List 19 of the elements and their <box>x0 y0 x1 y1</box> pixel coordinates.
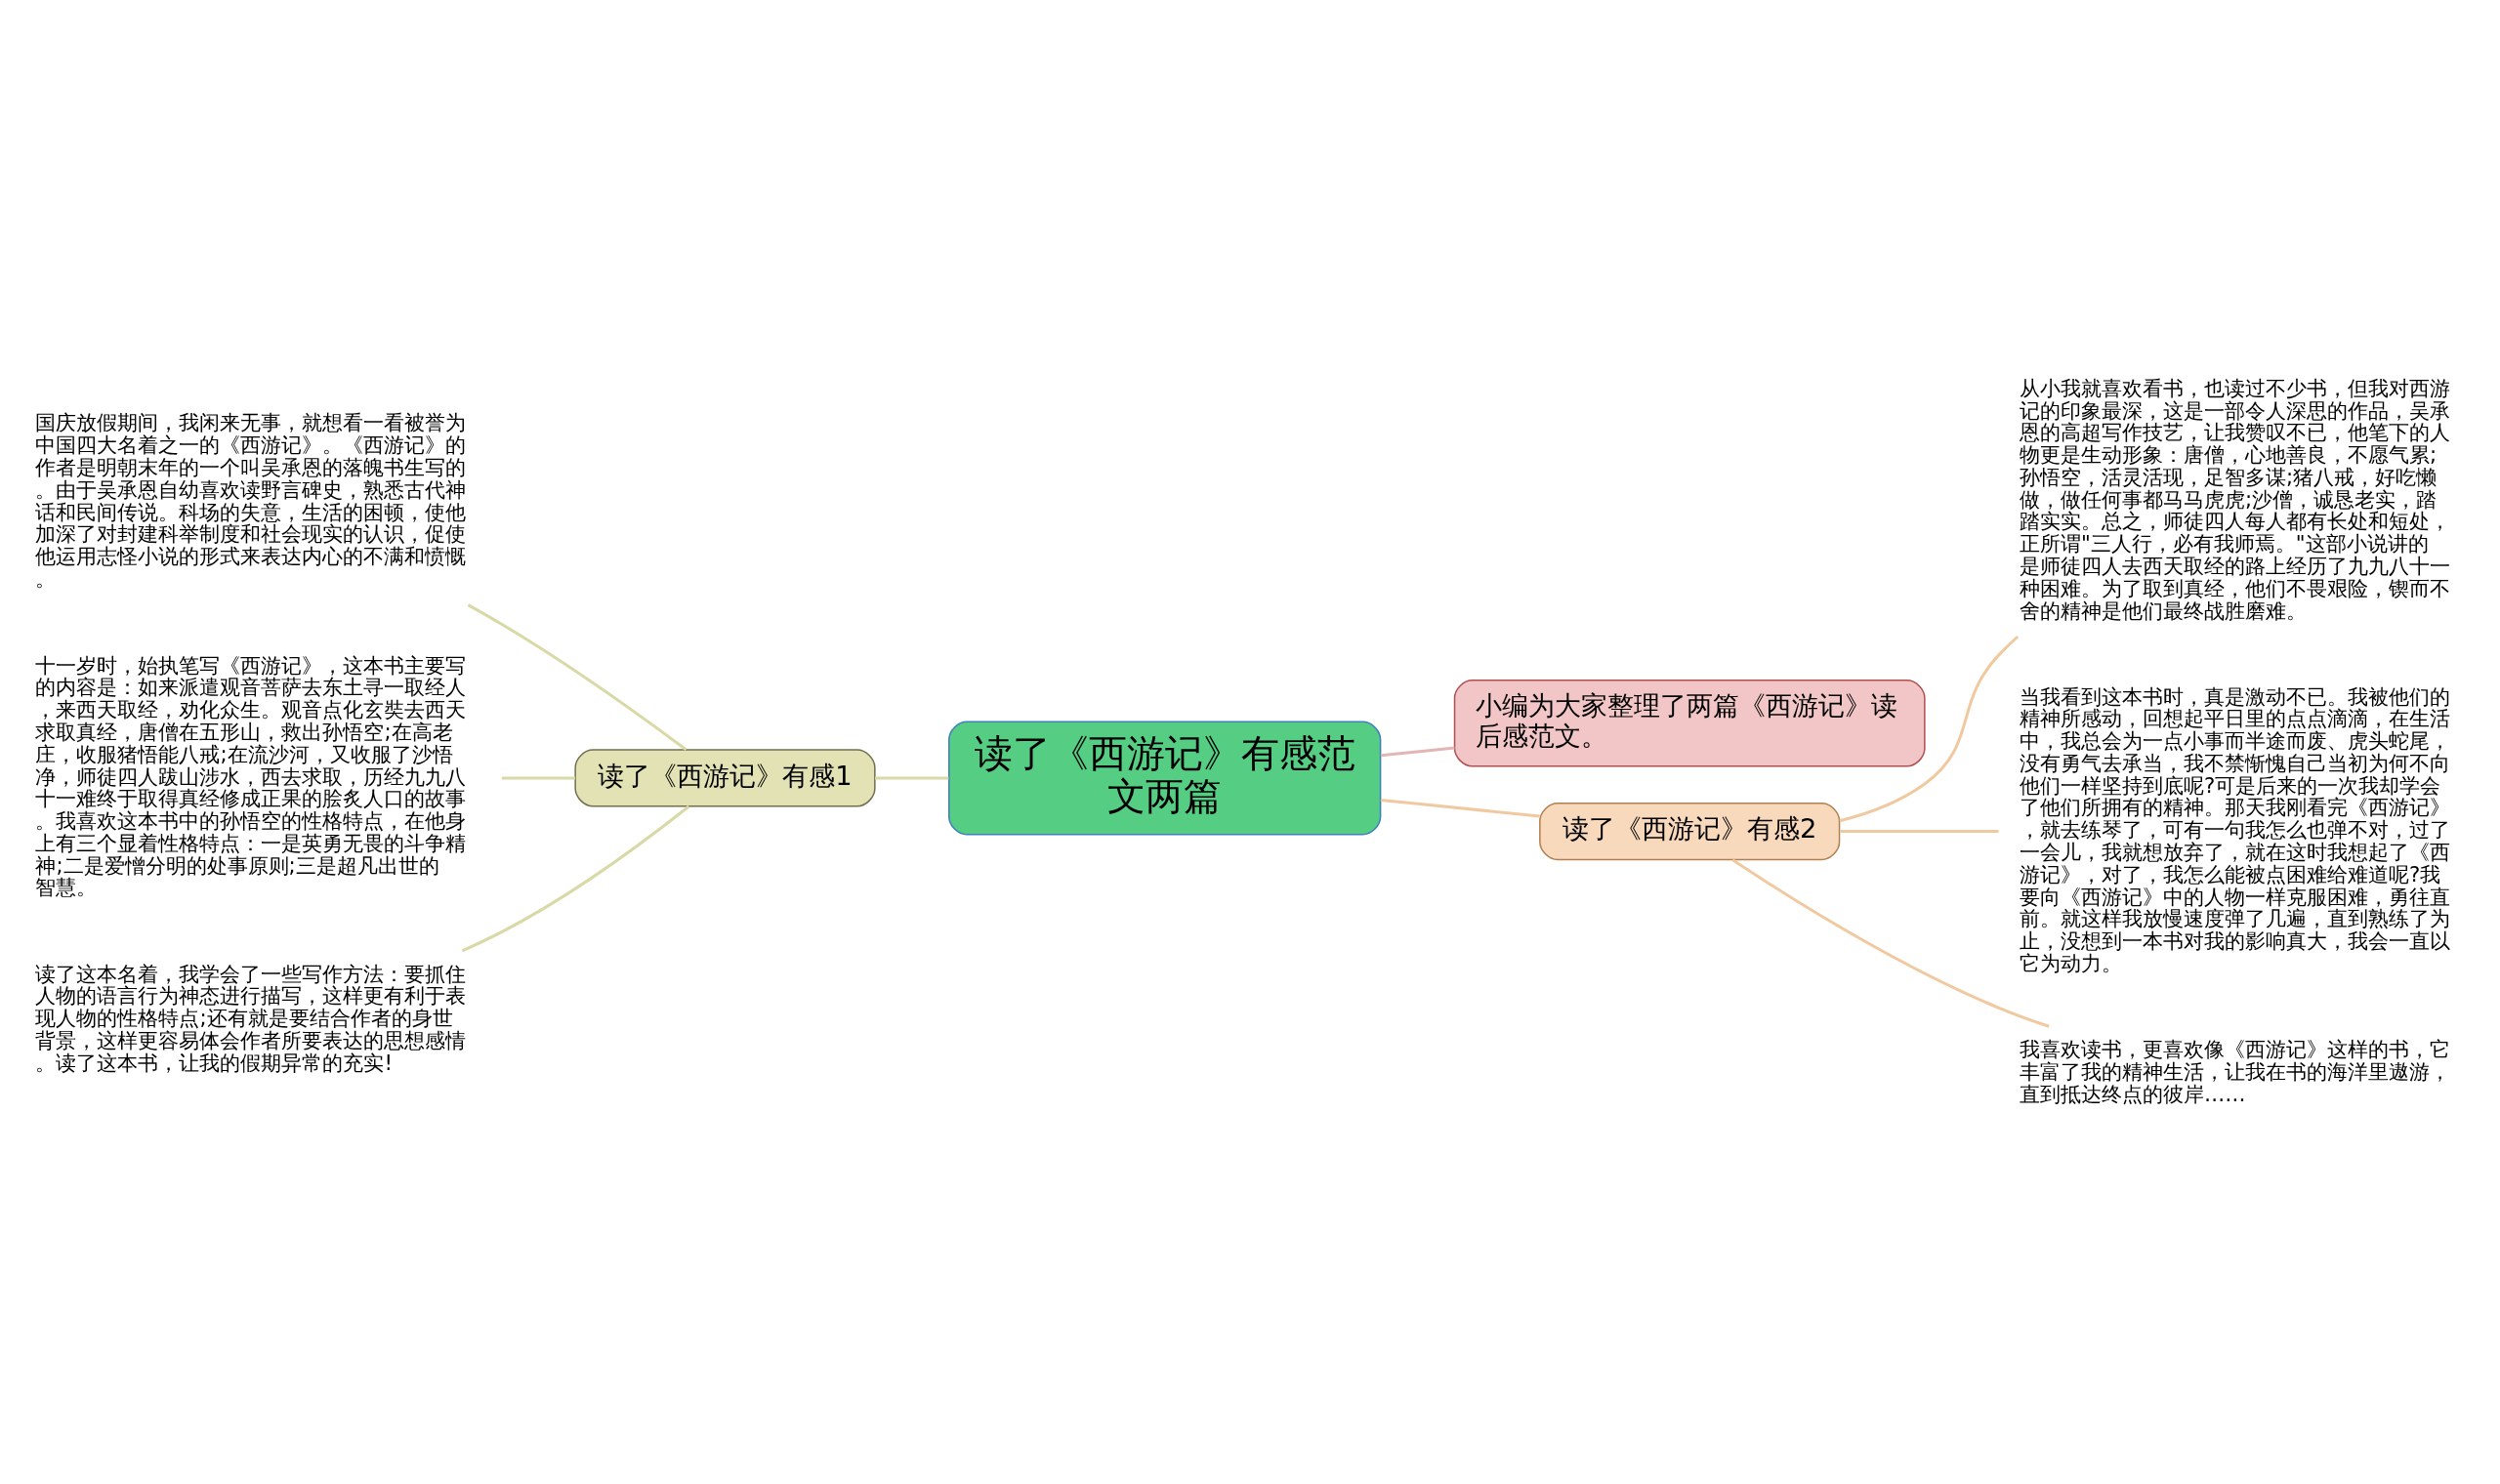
connector <box>461 804 690 952</box>
node-box: 读了《西游记》有感1 <box>574 748 876 807</box>
node-box: 读了《西游记》有感范文两篇 <box>948 721 1382 835</box>
connector <box>501 775 576 779</box>
node-box: 小编为大家整理了两篇《西游记》读后感范文。 <box>1453 679 1926 767</box>
node-text: 我喜欢读书，更喜欢像《西游记》这样的书，它丰富了我的精神生活，让我在书的海洋里遨游，直到抵达终点的彼岸…… <box>2020 1036 2451 1105</box>
connector <box>1380 745 1455 757</box>
connector <box>467 602 688 751</box>
node-text: 十一岁时，始执笔写《西游记》，这本书主要写的内容是：如来派遣观音菩萨去东土寻一取经人，来西天取经，劝化众生。观音点化玄奘去西天求取真经，唐僧在五形山，救出孙悟空;在高老庄，收服猪悟能八戒;在流沙河，又收服了沙悟净，师徒四人跋山涉水，西去求取，历经九九八十一难终于取得真经修成正果的脍炙人口的故事。我喜欢这本书中的孙悟空的性格特点，在他身上有三个显着性格特点：一是英勇无畏的斗争精神;二是爱憎分明的处事原则;三是超凡出世的智慧。 <box>35 652 467 899</box>
node-text: 当我看到这本书时，真是激动不已。我被他们的精神所感动，回想起平日里的点点滴滴，在生活中，我总会为一点小事而半途而废、虎头蛇尾，没有勇气去承当，我不禁惭愧自己当初为何不向他们一样坚持到底呢?可是后来的一次我却学会了他们所拥有的精神。那天我刚看完《西游记》，就去练琴了，可有一句我怎么也弹不对，过了一会儿，我就想放弃了，就在这时我想起了《西游记》，对了，我怎么能被点困难给难道呢?我要向《西游记》中的人物一样克服困难，勇往直前。就这样我放慢速度弹了几遍，直到熟练了为止，没想到一本书对我的影响真大，我会一直以它为动力。 <box>2020 683 2451 975</box>
node-text: 读了这本名着，我学会了一些写作方法：要抓住人物的语言行为神态进行描写，这样更有利于表现人物的性格特点;还有就是要结合作者的身世背景，这样更容易体会作者所要表达的思想感情。读了这本书，让我的假期异常的充实! <box>35 961 467 1075</box>
node-text: 国庆放假期间，我闲来无事，就想看一看被誉为中国四大名着之一的《西游记》。《西游记》的作者是明朝末年的一个叫吴承恩的落魄书生写的。由于吴承恩自幼喜欢读野言碑史，熟悉古代神话和民间传说。科场的失意，生活的困顿，使他加深了对封建科举制度和社会现实的认识，促使他运用志怪小说的形式来表达内心的不满和愤慨。 <box>35 409 467 591</box>
node-box: 读了《西游记》有感2 <box>1539 802 1841 860</box>
node-text: 从小我就喜欢看书，也读过不少书，但我对西游记的印象最深，这是一部令人深思的作品，吴承恩的高超写作技艺，让我赞叹不已，他笔下的人物更是生动形象：唐僧，心地善良，不愿气累;孙悟空，活灵活现，足智多谋;猪八戒，好吃懒做，做任何事都马马虎虎;沙僧，诚恳老实，踏踏实实。总之，师徒四人每人都有长处和短处，正所谓"三人行，必有我师焉。"这部小说讲的是师徒四人去西天取经的路上经历了九九八十一种困难。为了取到真经，他们不畏艰险，锲而不舍的精神是他们最终战胜磨难。 <box>2020 375 2451 622</box>
connector <box>1731 858 2050 1028</box>
connector <box>1839 829 1999 833</box>
connector <box>1380 798 1540 818</box>
connector <box>875 775 949 779</box>
connector <box>1839 635 2020 822</box>
